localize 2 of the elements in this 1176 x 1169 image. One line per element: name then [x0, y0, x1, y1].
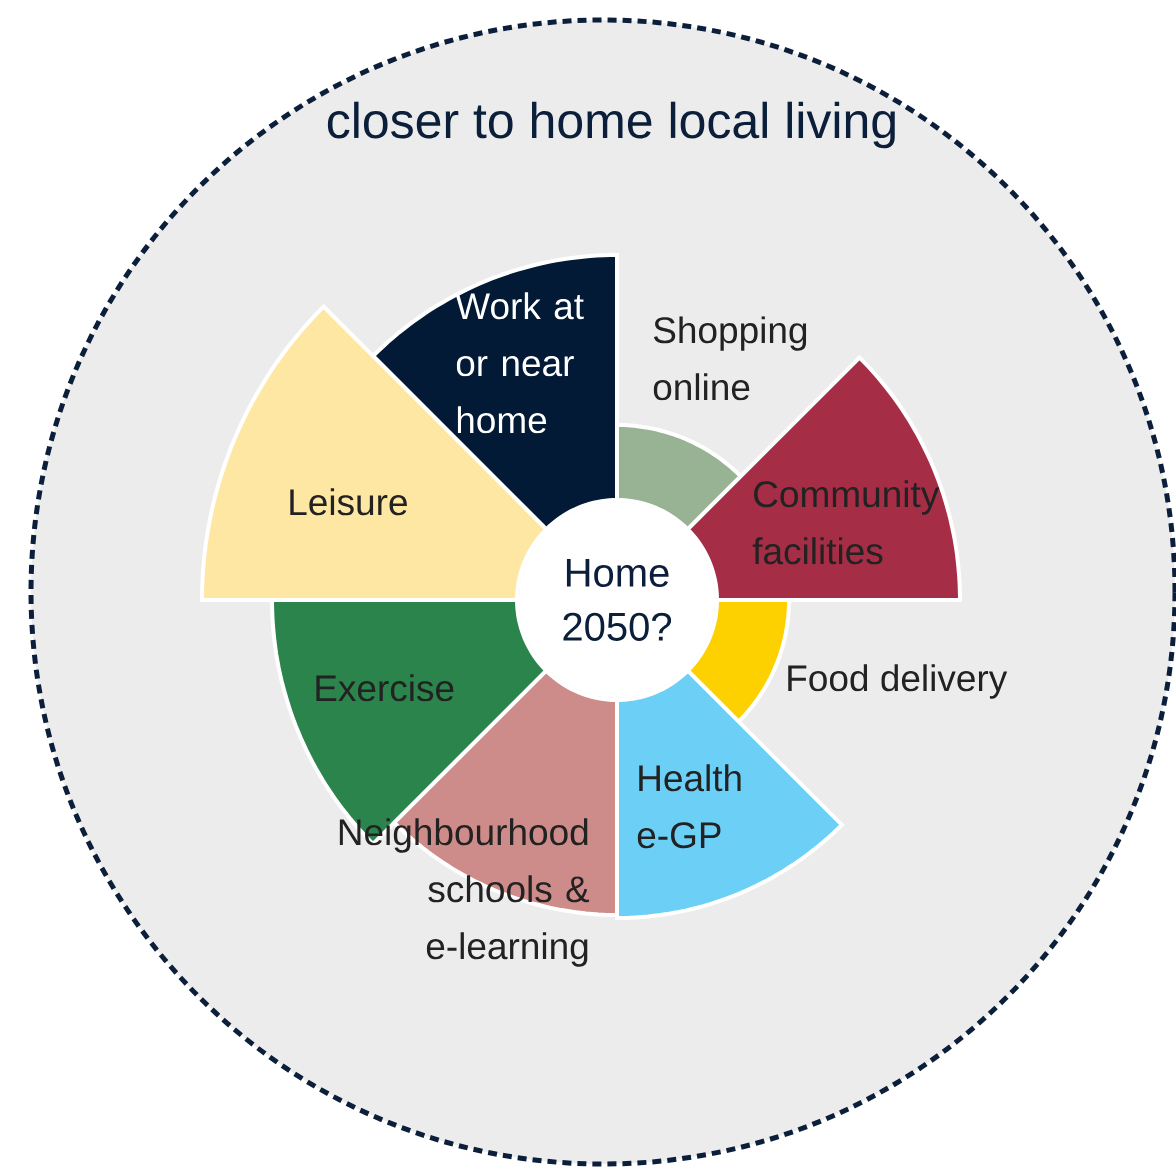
- node-label: e-learning: [426, 932, 588, 967]
- curved-title: closer to home local living: [327, 101, 895, 149]
